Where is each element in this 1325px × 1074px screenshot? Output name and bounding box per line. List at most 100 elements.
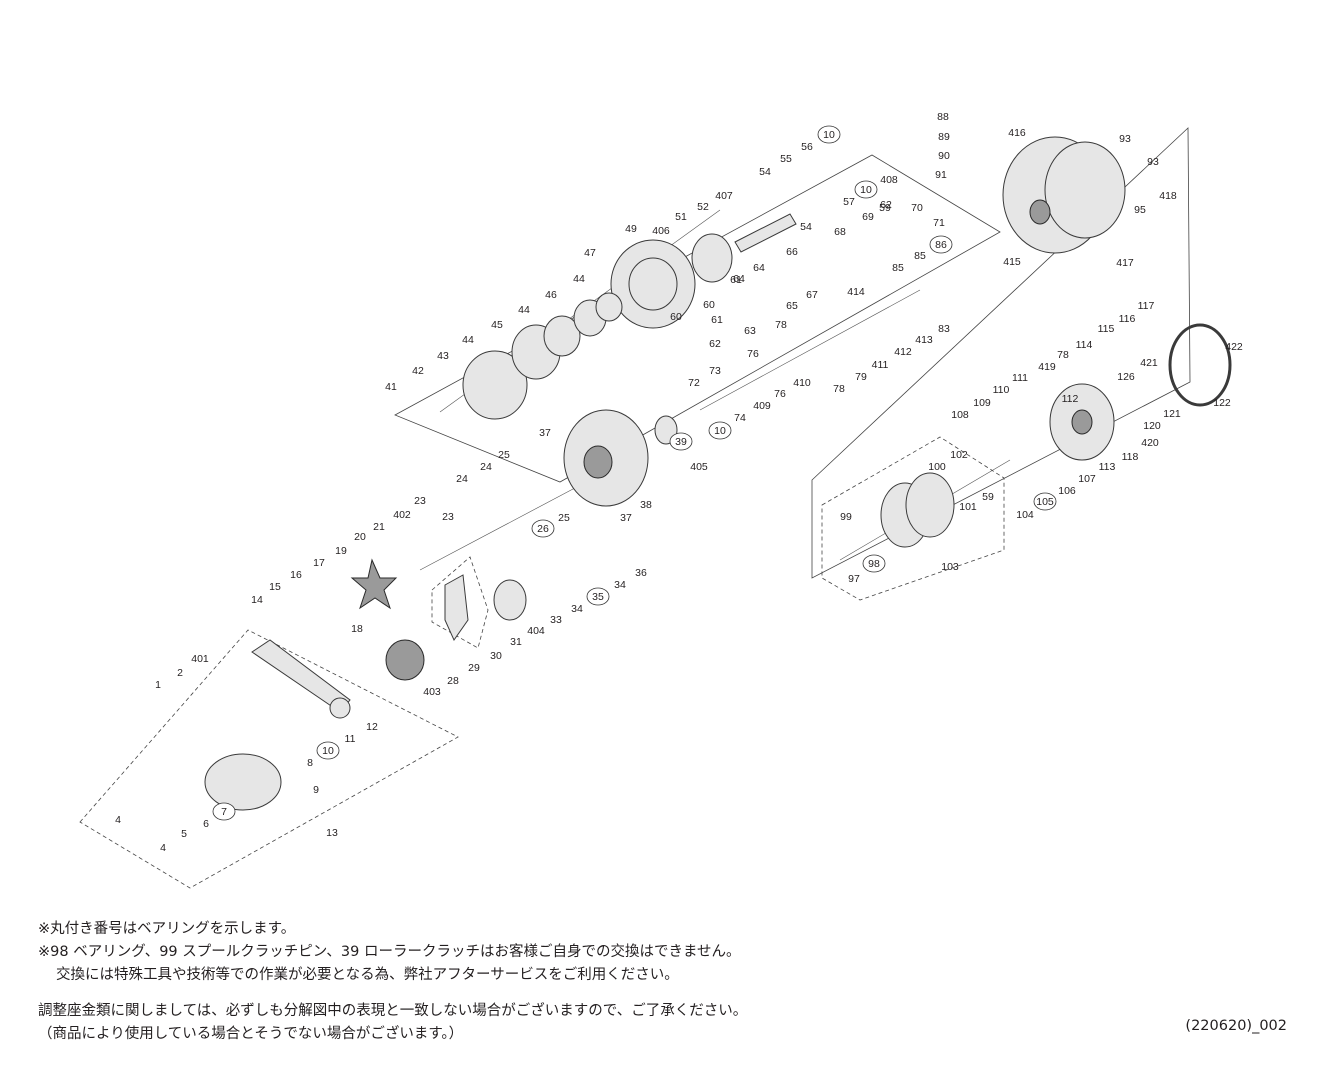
part-number: 78 (1057, 349, 1069, 361)
bearing-circle-marker (929, 235, 953, 254)
part-number: 25 (558, 512, 570, 524)
part-number: 111 (1012, 372, 1028, 384)
clutch-group-frame (431, 556, 489, 649)
bearing-circle-marker (669, 432, 693, 451)
part-number: 34 (571, 603, 583, 615)
part-number: 116 (1119, 313, 1136, 325)
part-number: 5 (181, 828, 187, 840)
part-number: 64 (753, 262, 765, 274)
part-number: 28 (447, 675, 459, 687)
part-number: 74 (734, 412, 746, 424)
part-number: 103 (941, 561, 959, 573)
part-number: 406 (652, 225, 670, 237)
main-gear (610, 239, 696, 329)
bearing-circle-marker (862, 554, 886, 573)
part-number: 99 (840, 511, 852, 523)
part-number: 66 (786, 246, 798, 258)
part-number: 106 (1058, 485, 1076, 497)
part-number: 420 (1141, 437, 1159, 449)
part-number: 23 (414, 495, 426, 507)
part-number: 52 (697, 201, 709, 213)
notes-block: ※丸付き番号はベアリングを示します。 ※98 ベアリング、99 スプールクラッチ… (38, 918, 1298, 1046)
note-warning: ※98 ベアリング、99 スプールクラッチピン、39 ローラークラッチはお客様ご… (38, 944, 741, 960)
bearing-circle-marker (708, 421, 732, 440)
part-number: 79 (855, 371, 867, 383)
handle-group-frame (79, 629, 459, 889)
part-number: 407 (715, 190, 733, 202)
part-number: 23 (442, 511, 454, 523)
drag-washers (462, 292, 623, 420)
part-number: 107 (1078, 473, 1096, 485)
part-number: 78 (833, 383, 845, 395)
part-number: 67 (806, 289, 818, 301)
part-number: 11 (345, 733, 356, 745)
part-number: 57 (843, 196, 855, 208)
part-number: 37 (539, 427, 551, 439)
part-number: 415 (1003, 256, 1021, 268)
part-number: 112 (1062, 393, 1079, 405)
clutch-lever (444, 574, 469, 642)
part-number: 115 (1098, 323, 1115, 335)
part-number: 16 (290, 569, 302, 581)
part-number: 73 (709, 365, 721, 377)
part-number: 91 (935, 169, 947, 181)
part-number: 1 (155, 679, 161, 691)
part-number: 56 (801, 141, 813, 153)
part-number: 61 (711, 314, 723, 326)
bearing-part-number: 10 (714, 425, 726, 437)
part-number: 85 (914, 250, 926, 262)
part-number: 37 (620, 512, 632, 524)
part-number: 122 (1213, 397, 1231, 409)
part-number: 114 (1076, 339, 1093, 351)
part-number: 408 (880, 174, 898, 186)
part-number: 18 (351, 623, 363, 635)
part-number: 401 (191, 653, 209, 665)
handle-knob (204, 753, 282, 811)
part-number: 117 (1138, 300, 1155, 312)
bearing-part-number: 7 (221, 806, 227, 818)
part-number: 24 (480, 461, 492, 473)
part-number: 60 (670, 311, 682, 323)
document-code: (220620)_002 (1185, 1018, 1287, 1034)
part-number: 118 (1122, 451, 1139, 463)
bearing-part-number: 98 (868, 558, 880, 570)
part-number: 51 (675, 211, 687, 223)
part-number: 402 (393, 509, 411, 521)
part-number: 62 (709, 338, 721, 350)
side-ring (1168, 323, 1232, 407)
part-number: 108 (951, 409, 969, 421)
part-number: 405 (690, 461, 708, 473)
bearing-part-number: 35 (592, 591, 604, 603)
part-number: 409 (753, 400, 771, 412)
part-number: 4 (160, 842, 166, 854)
part-number: 47 (584, 247, 596, 259)
part-number: 417 (1116, 257, 1134, 269)
part-number: 44 (462, 334, 474, 346)
part-number: 70 (911, 202, 923, 214)
part-number: 421 (1140, 357, 1158, 369)
part-number: 89 (938, 131, 950, 143)
part-number: 13 (326, 827, 338, 839)
pinion-gear (691, 233, 733, 283)
part-number: 45 (491, 319, 503, 331)
part-number: 76 (747, 348, 759, 360)
bearing-circle-marker (316, 741, 340, 760)
part-number: 43 (437, 350, 449, 362)
part-number: 9 (313, 784, 319, 796)
part-number: 61 (730, 274, 742, 286)
bearing-part-number: 26 (537, 523, 549, 535)
spool-group-frame (821, 436, 1005, 601)
part-number: 44 (573, 273, 585, 285)
part-number: 71 (933, 217, 945, 229)
part-number: 24 (456, 473, 468, 485)
part-number: 110 (993, 384, 1010, 396)
part-number: 34 (614, 579, 626, 591)
bearing-circle-marker (854, 180, 878, 199)
part-number: 126 (1117, 371, 1135, 383)
bearing-circle-marker (531, 519, 555, 538)
part-number: 85 (892, 262, 904, 274)
bearing-part-number: 10 (322, 745, 334, 757)
part-number: 64 (733, 273, 745, 285)
note-usage: （商品により使用している場合とそうでない場合がございます。） (38, 1026, 464, 1042)
part-number: 90 (938, 150, 950, 162)
